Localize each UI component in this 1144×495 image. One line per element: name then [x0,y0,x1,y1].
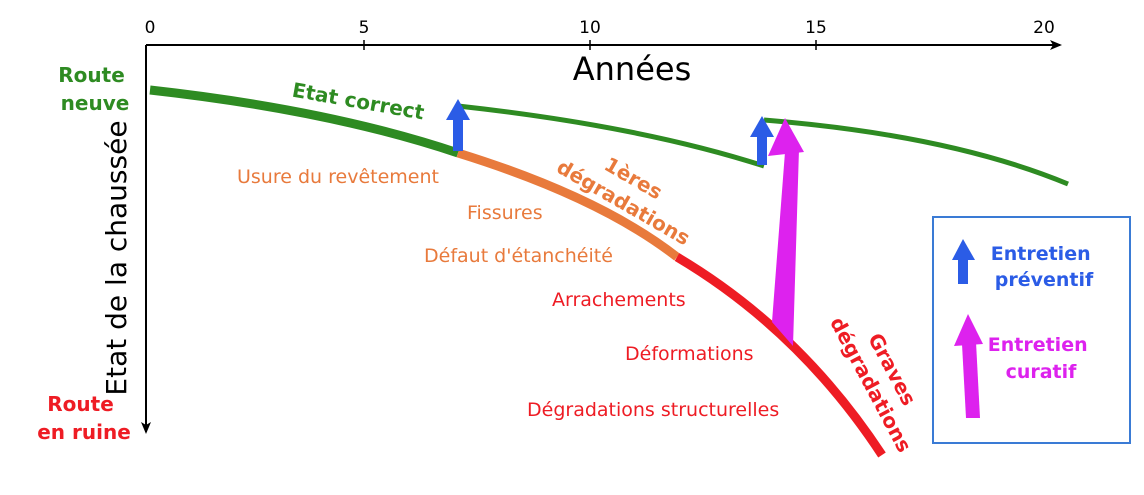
y-axis-title: Etat de la chaussée [100,120,133,395]
symptom-label: Déformations [625,343,754,365]
symptom-label: Dégradations structurelles [527,399,779,421]
symptom-label: Fissures [467,202,543,224]
curve-initial-good [149,85,460,158]
curve-after-curative [763,117,1069,187]
curative-arrow-head [768,118,804,156]
x-axis-title: Années [573,50,692,88]
x-tick-label: 0 [145,18,156,38]
stage-severe-degradation-label: Graves dégradations [825,301,939,457]
curative-arrow [772,149,799,346]
route-ruine-label: Route en ruine [37,392,131,444]
symptom-label: Arrachements [552,289,686,311]
route-neuve-label: Route neuve [58,63,131,115]
symptom-label: Usure du revêtement [237,166,439,188]
preventive-arrow-2 [750,116,774,165]
x-tick-label: 10 [579,18,601,38]
stage-first-degradation-label: 1ères dégradations [553,132,708,250]
legend: Entretien préventif Entretien curatif [932,216,1131,444]
curve-severe-degradation [674,253,886,458]
curve-first-degradation [456,148,680,261]
legend-preventive-icon [952,239,975,284]
legend-preventive-label: Entretien préventif [991,243,1097,291]
legend-curative-icon [954,314,983,418]
curve-after-preventive [457,103,765,169]
x-tick-label: 5 [359,18,370,38]
legend-curative-label: Entretien curatif [988,334,1094,383]
x-tick-label: 20 [1033,18,1055,38]
symptom-label: Défaut d'étanchéité [424,245,613,267]
preventive-arrow-1 [446,99,470,151]
x-tick-label: 15 [805,18,827,38]
